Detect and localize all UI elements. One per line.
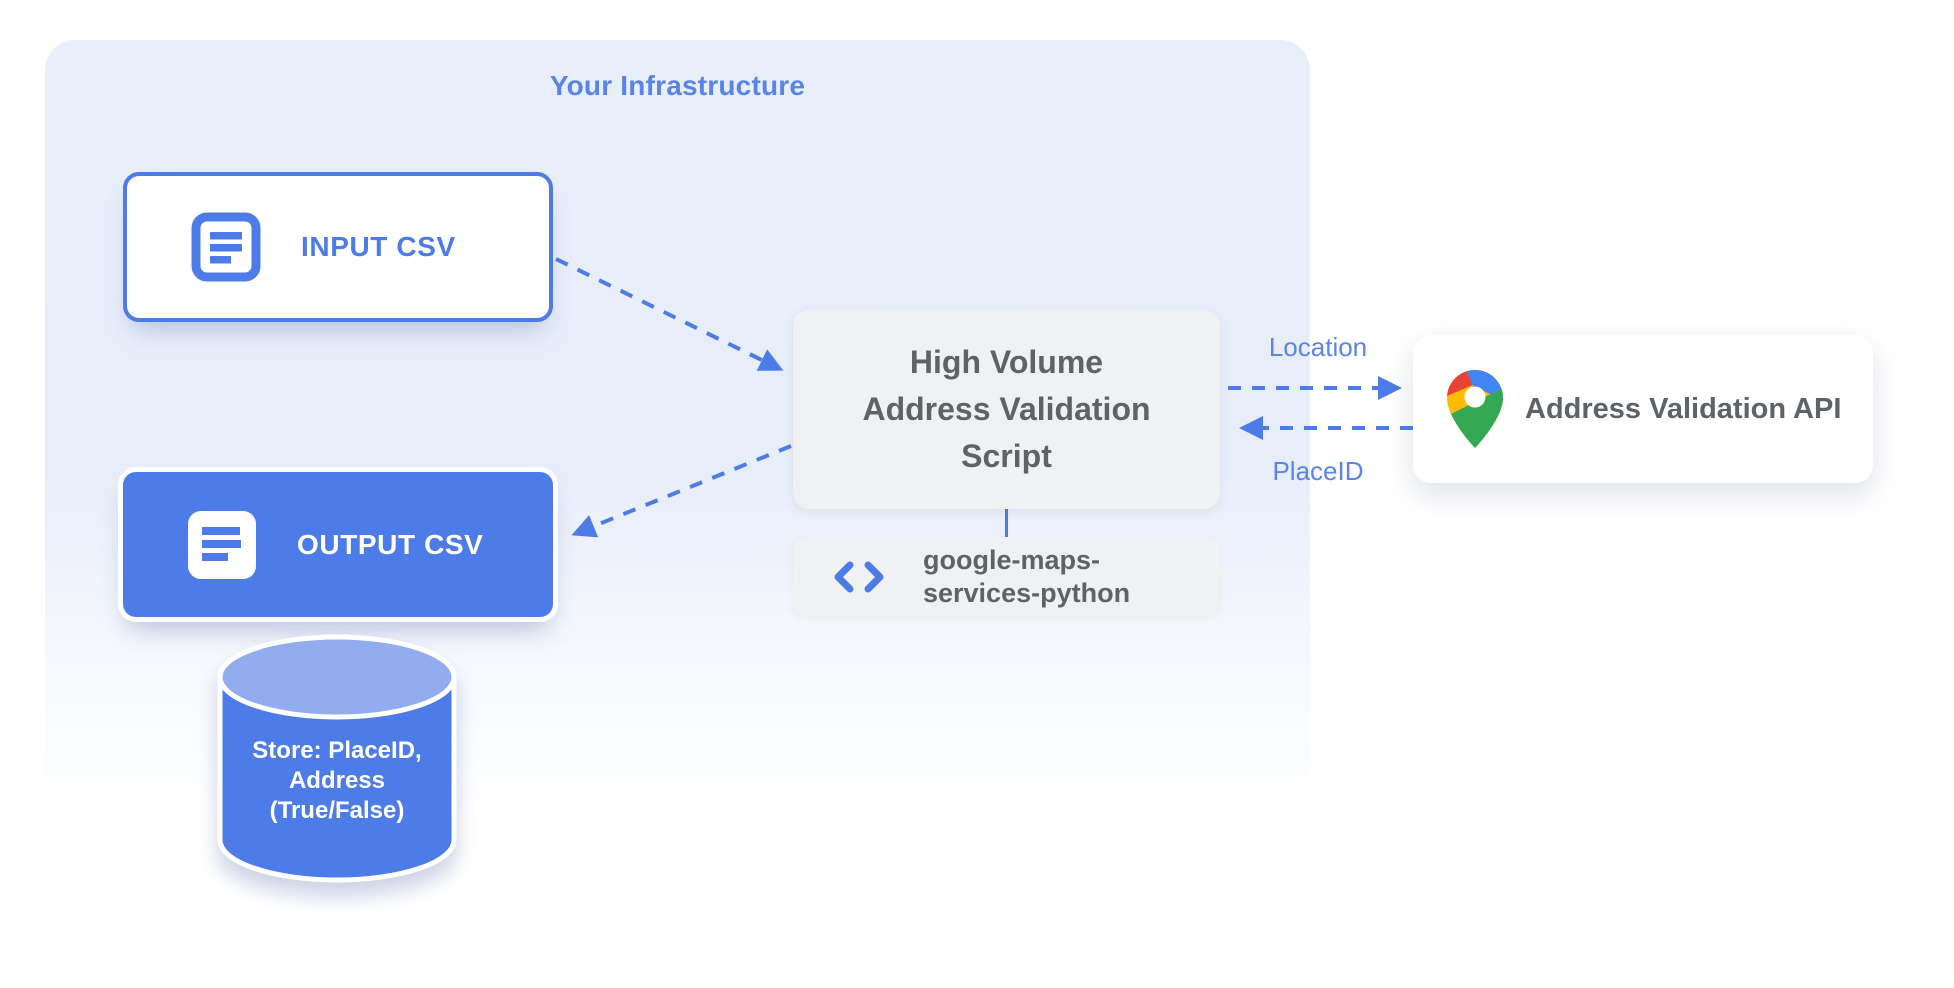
library-node: google-maps- services-python — [793, 537, 1220, 616]
script-label-line: Address Validation — [862, 391, 1151, 427]
output-csv-node: OUTPUT CSV — [118, 467, 558, 622]
placeid-edge-label: PlaceID — [1272, 456, 1364, 486]
script-node: High Volume Address Validation Script — [793, 310, 1220, 509]
address-validation-api-label: Address Validation API — [1525, 392, 1842, 425]
code-icon — [834, 561, 884, 592]
address-validation-api-node: Address Validation API — [1413, 335, 1873, 483]
datastore-label-line: Address — [288, 767, 386, 794]
google-maps-pin-icon — [1447, 370, 1503, 448]
infrastructure-title: Your Infrastructure — [549, 70, 806, 101]
datastore-label-line: Store: PlaceID, — [252, 737, 422, 764]
document-filled-icon — [188, 510, 256, 579]
script-label-line: Script — [961, 438, 1052, 474]
document-outline-icon — [191, 212, 261, 282]
location-edge-label: Location — [1268, 332, 1368, 362]
input-csv-node: INPUT CSV — [123, 172, 553, 322]
library-label-line: google-maps- — [923, 544, 1101, 575]
library-label-line: services-python — [923, 577, 1131, 608]
script-label-line: High Volume — [909, 344, 1104, 380]
datastore-label: Store: PlaceID, Address (True/False) — [215, 736, 459, 826]
output-csv-label: OUTPUT CSV — [297, 528, 484, 560]
datastore-cylinder-icon — [217, 634, 457, 883]
datastore-label-line: (True/False) — [269, 797, 405, 824]
input-csv-label: INPUT CSV — [301, 231, 456, 262]
